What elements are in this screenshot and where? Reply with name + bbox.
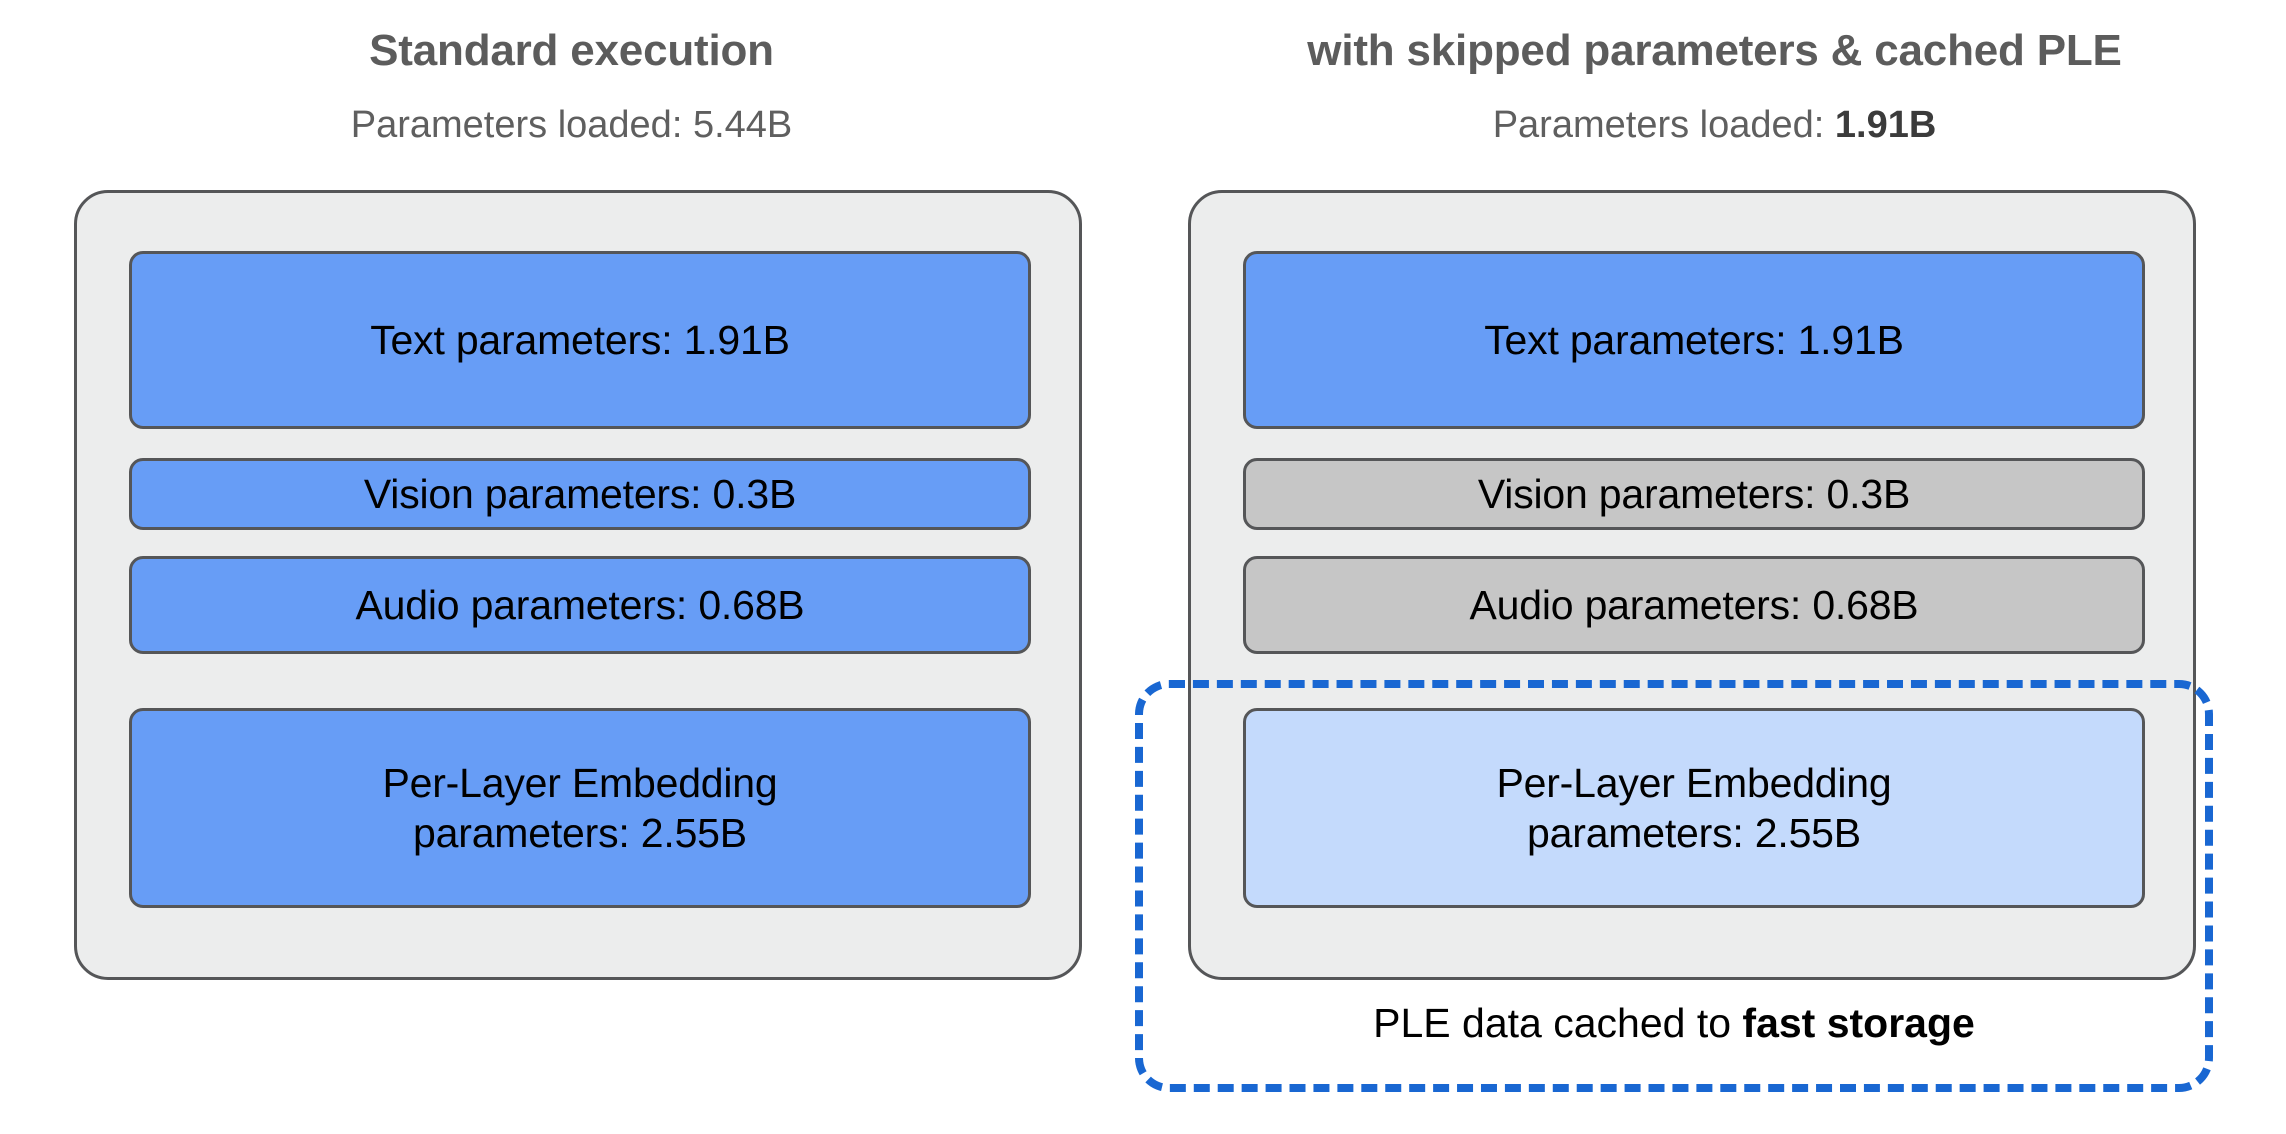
block-vision-parameters-standard: Vision parameters: 0.3B — [129, 458, 1031, 530]
block-text-parameters-standard: Text parameters: 1.91B — [129, 251, 1031, 429]
subtitle-label-standard: Parameters loaded: — [350, 104, 693, 146]
block-label-wrapper: Per-Layer Embedding parameters: 2.55B — [382, 758, 777, 858]
cache-region-caption: PLE data cached to fast storage — [1135, 1000, 2213, 1047]
block-ple-parameters-optimized: Per-Layer Embedding parameters: 2.55B — [1243, 708, 2145, 908]
block-label: Vision parameters: 0.3B — [363, 470, 797, 517]
block-label: Audio parameters: 0.68B — [1469, 581, 1919, 628]
cache-caption-strong: fast storage — [1742, 1000, 1975, 1046]
subtitle-label-optimized: Parameters loaded: — [1492, 104, 1835, 146]
cache-caption-prefix: PLE data cached to — [1373, 1000, 1743, 1046]
block-label-line1: Per-Layer Embedding — [1496, 759, 1892, 806]
block-vision-parameters-optimized: Vision parameters: 0.3B — [1243, 458, 2145, 530]
block-label-wrapper: Per-Layer Embedding parameters: 2.55B — [1496, 758, 1891, 858]
block-label: Audio parameters: 0.68B — [355, 581, 805, 628]
column-standard-execution: Standard execution Parameters loaded: 5.… — [0, 26, 1143, 980]
column-subtitle-optimized: Parameters loaded: 1.91B — [1143, 104, 2286, 147]
block-label-line1: Per-Layer Embedding — [382, 759, 778, 806]
column-subtitle-standard: Parameters loaded: 5.44B — [0, 104, 1143, 147]
block-label-line2: parameters: 2.55B — [1527, 810, 1861, 856]
block-label-line2: parameters: 2.55B — [413, 810, 747, 856]
subtitle-value-optimized: 1.91B — [1834, 104, 1937, 146]
column-title-optimized: with skipped parameters & cached PLE — [1307, 26, 2122, 75]
block-audio-parameters-standard: Audio parameters: 0.68B — [129, 556, 1031, 654]
block-audio-parameters-optimized: Audio parameters: 0.68B — [1243, 556, 2145, 654]
panel-optimized-execution: Text parameters: 1.91B Vision parameters… — [1188, 190, 2196, 980]
block-label: Text parameters: 1.91B — [370, 316, 790, 363]
column-title-standard: Standard execution — [369, 26, 774, 75]
column-optimized-execution: with skipped parameters & cached PLE Par… — [1143, 0, 2286, 1134]
block-text-parameters-optimized: Text parameters: 1.91B — [1243, 251, 2145, 429]
block-label: Vision parameters: 0.3B — [1477, 470, 1911, 517]
panel-standard-execution: Text parameters: 1.91B Vision parameters… — [74, 190, 1082, 980]
subtitle-value-standard: 5.44B — [692, 104, 793, 146]
block-label: Text parameters: 1.91B — [1484, 316, 1904, 363]
block-ple-parameters-standard: Per-Layer Embedding parameters: 2.55B — [129, 708, 1031, 908]
